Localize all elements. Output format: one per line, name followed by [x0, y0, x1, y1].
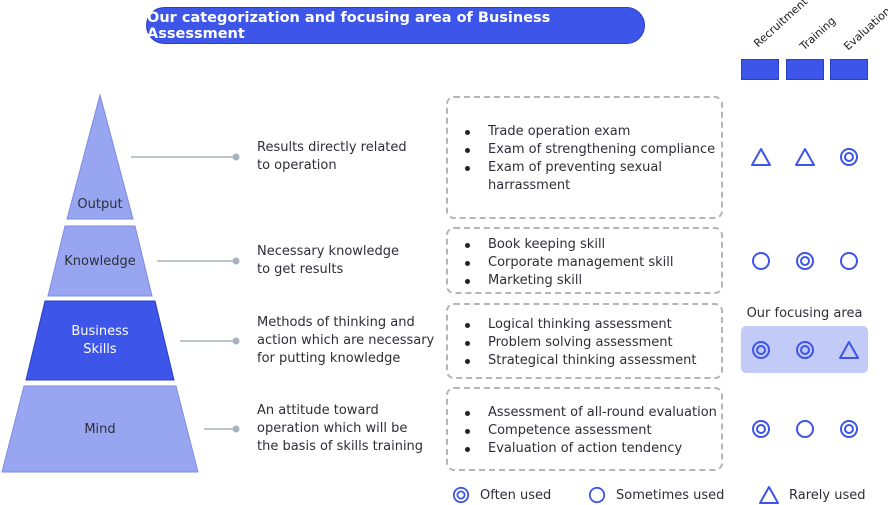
description-line: Methods of thinking and: [257, 315, 415, 330]
pyramid-label-knowledge: Knowledge: [64, 254, 136, 269]
double-circle-icon: [796, 341, 814, 359]
list-item: Book keeping skill: [448, 236, 721, 254]
description-business-skills: Methods of thinking and action which are…: [257, 314, 442, 368]
description-line: Results directly related: [257, 140, 407, 155]
description-line: Necessary knowledge: [257, 244, 400, 259]
double-circle-icon: [840, 420, 858, 438]
description-line: An attitude toward: [257, 403, 379, 418]
pyramid-tier-business-skills: [25, 300, 175, 381]
description-knowledge: Necessary knowledge to get results: [257, 243, 442, 279]
list-item: Evaluation of action tendency: [448, 440, 721, 458]
double-circle-icon: [752, 341, 770, 359]
triangle-icon: [759, 486, 779, 504]
focus-area-highlight: [741, 326, 868, 373]
list-item: Assessment of all-round evaluation: [448, 404, 721, 422]
circle-icon: [796, 420, 814, 438]
double-circle-icon: [752, 420, 770, 438]
pyramid-label-line: Business: [71, 324, 129, 339]
list-item: Exam of strengthening compliance: [448, 141, 721, 159]
legend-often: Often used: [452, 486, 551, 504]
description-mind: An attitude toward operation which will …: [257, 402, 442, 456]
list-item: Marketing skill: [448, 272, 721, 290]
legend-sometimes: Sometimes used: [588, 486, 724, 504]
pyramid-tier-knowledge: [47, 225, 153, 297]
connector-dot: [232, 153, 240, 161]
circle-icon: [752, 252, 770, 270]
list-item: Corporate management skill: [448, 254, 721, 272]
legend-label: Rarely used: [789, 487, 866, 503]
pyramid-label-mind: Mind: [84, 422, 116, 437]
items-box-knowledge: Book keeping skill Corporate management …: [446, 227, 723, 294]
legend-rarely: Rarely used: [759, 486, 865, 504]
items-box-mind: Assessment of all-round evaluation Compe…: [446, 387, 723, 471]
pyramid-label-business-skills: Business Skills: [50, 323, 150, 359]
list-item-text: Exam of preventing sexual harrassment: [488, 160, 662, 193]
double-circle-icon: [796, 252, 814, 270]
circle-icon: [840, 252, 858, 270]
list-item: Competence assessment: [448, 422, 721, 440]
list-item: Exam of preventing sexual harrassment: [448, 159, 721, 195]
description-line: action which are necessary: [257, 333, 435, 348]
page-title: Our categorization and focusing area of …: [146, 7, 645, 44]
description-line: to get results: [257, 262, 344, 277]
list-item: Logical thinking assessment: [448, 316, 721, 334]
pyramid-tier-mind: [1, 385, 199, 473]
column-box-training: [786, 59, 824, 80]
double-circle-icon: [840, 148, 858, 166]
connector-dot: [232, 337, 240, 345]
items-box-business-skills: Logical thinking assessment Problem solv…: [446, 303, 723, 379]
items-box-output: Trade operation exam Exam of strengtheni…: [446, 96, 723, 219]
legend-label: Often used: [480, 487, 552, 503]
triangle-icon: [839, 341, 859, 359]
description-line: to operation: [257, 158, 337, 173]
legend-label: Sometimes used: [616, 487, 725, 503]
pyramid-label-line: Skills: [83, 342, 117, 357]
description-output: Results directly related to operation: [257, 139, 442, 175]
pyramid-tier-output: [66, 93, 134, 220]
column-box-evaluation: [830, 59, 868, 80]
description-line: operation which will be: [257, 421, 408, 436]
focus-area-label: Our focusing area: [746, 306, 863, 321]
triangle-icon: [795, 148, 815, 166]
column-box-recruitment: [741, 59, 779, 80]
description-line: the basis of skills training: [257, 439, 424, 454]
triangle-icon: [751, 148, 771, 166]
double-circle-icon: [452, 486, 470, 504]
description-line: for putting knowledge: [257, 351, 401, 366]
list-item: Trade operation exam: [448, 123, 721, 141]
connector-dot: [232, 257, 240, 265]
circle-icon: [588, 486, 606, 504]
connector-dot: [232, 425, 240, 433]
list-item: Problem solving assessment: [448, 334, 721, 352]
list-item: Strategical thinking assessment: [448, 352, 721, 370]
pyramid-label-output: Output: [77, 197, 123, 212]
